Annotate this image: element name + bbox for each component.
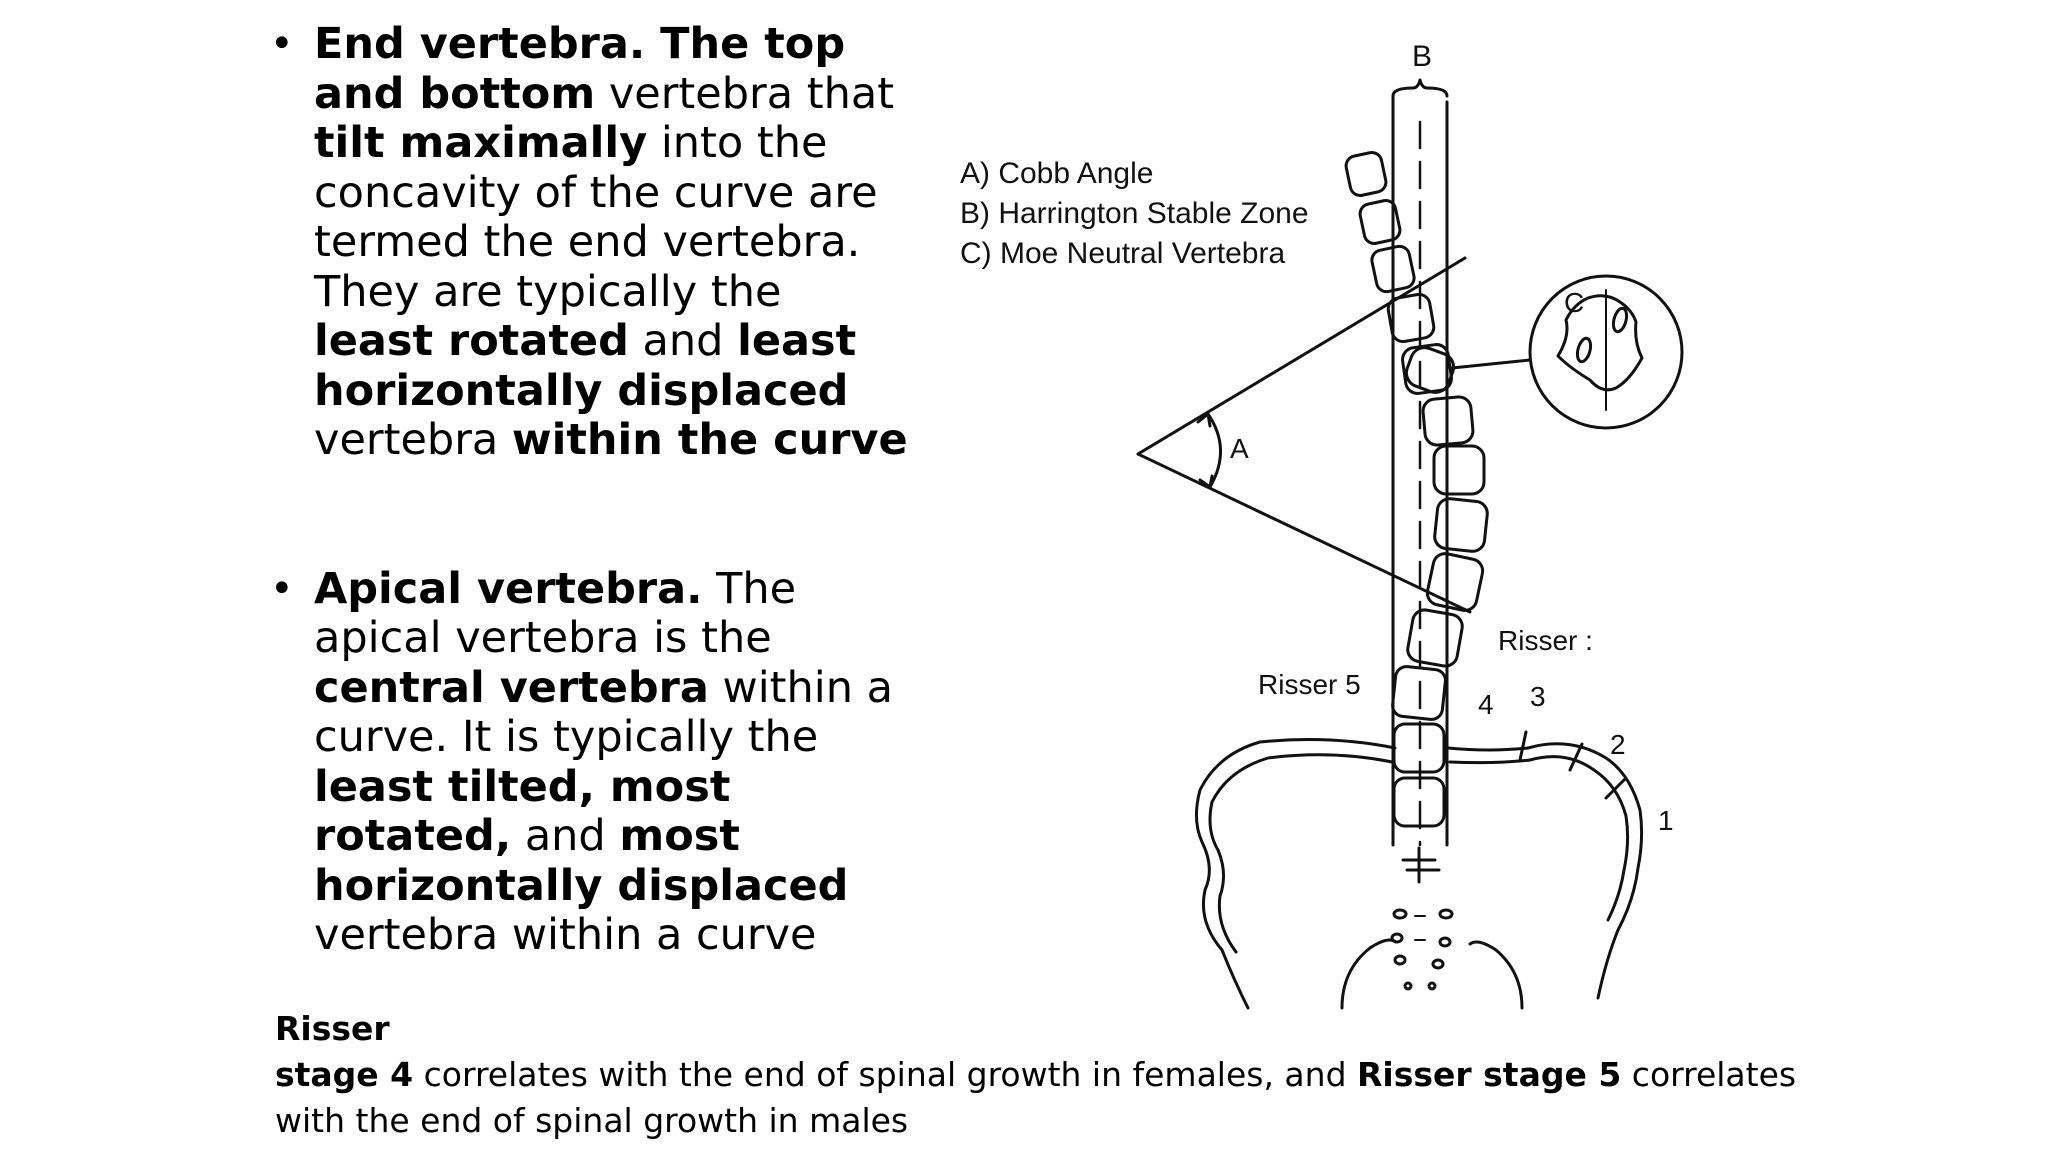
caption-plain-text: correlates with the end of spinal growth… — [413, 1055, 1358, 1094]
caption-plain-text: correlates with the end of spinal growth… — [275, 1055, 1797, 1140]
bullet-bold-text: End vertebra. The top and bottom — [314, 19, 846, 119]
risser-heading: Risser : — [1498, 625, 1593, 656]
bullet-text: End vertebra. The top and bottom vertebr… — [314, 19, 908, 465]
bullet-apical-vertebra: • Apical vertebra. The apical vertebra i… — [270, 564, 910, 961]
bullet-plain-text: into the concavity of the curve are term… — [314, 118, 878, 317]
caption-line: Risser — [275, 1006, 1835, 1052]
pelvic-inlet-left — [1340, 938, 1398, 1010]
caption-bold-text: Risser — [275, 1009, 390, 1048]
sacral-foramen — [1403, 981, 1413, 991]
bullet-list: • End vertebra. The top and bottom verte… — [270, 19, 910, 961]
vertebra — [1370, 244, 1416, 294]
stable-zone-bracket — [1391, 78, 1449, 98]
pelvic-inlet-right — [1468, 940, 1524, 1010]
legend-stable-zone: B) Harrington Stable Zone — [960, 197, 1309, 230]
bullet-plain-text: vertebra that — [595, 68, 895, 119]
bullet-bold-text: least rotated — [314, 316, 629, 366]
vertebra — [1432, 444, 1486, 496]
bullet-bold-text: tilt maximally — [314, 118, 648, 168]
pelvis-outline — [1195, 738, 1397, 1010]
bullet-bold-text: most horizontally displaced — [314, 811, 849, 911]
risser-stage-3: 3 — [1530, 681, 1546, 712]
scoliosis-diagram: B A) Cobb Angle B) Harrington Stable Zon… — [930, 30, 1730, 1030]
caption-bold-text: Risser stage 5 — [1357, 1055, 1622, 1094]
bullet-plain-text: vertebra within a curve — [314, 910, 817, 960]
cobb-arc-arrow — [1198, 474, 1214, 489]
bullet-bold-text: central vertebra — [314, 662, 709, 713]
risser-stage-2: 2 — [1610, 729, 1626, 760]
cobb-line-lower — [1136, 452, 1472, 614]
sacral-foramen — [1427, 981, 1437, 991]
bullet-text: Apical vertebra. The apical vertebra is … — [314, 564, 893, 961]
pelvis-outline — [1446, 742, 1644, 1000]
legend-neutral-vertebra: C) Moe Neutral Vertebra — [960, 237, 1285, 270]
risser-tick-1-2 — [1604, 778, 1626, 800]
neutral-vertebra-label: C — [1564, 287, 1584, 318]
bullet-plain-text: vertebra — [314, 415, 512, 465]
sacral-foramen — [1438, 936, 1452, 948]
neutral-vertebra-shape — [1556, 294, 1644, 392]
risser-caption: Risser stage 4 correlates with the end o… — [275, 1006, 1835, 1144]
bullet-bold-text: Apical vertebra. — [314, 563, 703, 614]
stable-zone-label: B — [1412, 40, 1432, 73]
sacral-foramen — [1393, 954, 1407, 966]
vertebra — [1433, 497, 1489, 553]
vertebra — [1386, 292, 1436, 344]
apical-vertebra-outline — [1404, 346, 1456, 394]
pelvis-outline-inner — [1208, 753, 1394, 954]
bullet-plain-text: and — [511, 811, 620, 861]
bullet-plain-text: and — [628, 316, 738, 366]
cobb-angle-label: A — [1230, 433, 1249, 464]
neutral-vertebra-inset — [1528, 274, 1684, 430]
vertebra — [1406, 608, 1464, 668]
bullet-bold-text: least tilted, most rotated, — [314, 761, 731, 861]
vertebra — [1358, 199, 1402, 245]
bullet-end-vertebra: • End vertebra. The top and bottom verte… — [270, 19, 910, 466]
bullet-bold-text: within the curve — [511, 415, 908, 465]
cobb-line-upper — [1136, 256, 1467, 456]
cobb-arc-arrow — [1196, 412, 1212, 428]
risser-stage-1: 1 — [1658, 805, 1674, 836]
pedicle-right — [1611, 306, 1629, 334]
risser-5-label: Risser 5 — [1258, 669, 1361, 700]
bullet-plain-text: The apical vertebra is the — [314, 563, 797, 663]
vertebra — [1425, 552, 1485, 612]
pelvis-outline-inner — [1448, 755, 1630, 922]
sacral-foramen — [1392, 908, 1408, 920]
sacral-foramen — [1438, 908, 1454, 920]
pedicle-left — [1575, 336, 1593, 364]
sacral-foramen — [1431, 958, 1445, 970]
caption-line: stage 4 correlates with the end of spina… — [275, 1052, 1835, 1144]
cobb-angle-arc — [1206, 412, 1222, 489]
risser-tick-3-4 — [1518, 730, 1528, 762]
bullet-marker: • — [270, 565, 294, 612]
bullet-plain-text: within a curve. It is typically the — [314, 662, 893, 762]
vertebra — [1391, 665, 1447, 721]
caption-bold-text: stage 4 — [275, 1055, 414, 1094]
vertebra — [1392, 776, 1446, 828]
legend-cobb-angle: A) Cobb Angle — [960, 157, 1153, 190]
vertebra — [1344, 151, 1388, 197]
vertebra — [1421, 395, 1475, 447]
bullet-marker: • — [270, 21, 294, 67]
leader-line-c — [1450, 358, 1532, 370]
scoliosis-illustration: B A) Cobb Angle B) Harrington Stable Zon… — [960, 40, 1684, 1010]
sacral-foramen — [1390, 932, 1404, 944]
risser-tick-2-3 — [1568, 742, 1584, 772]
risser-stage-4: 4 — [1478, 689, 1494, 720]
bullet-bold-text: least horizontally displaced — [314, 316, 857, 416]
